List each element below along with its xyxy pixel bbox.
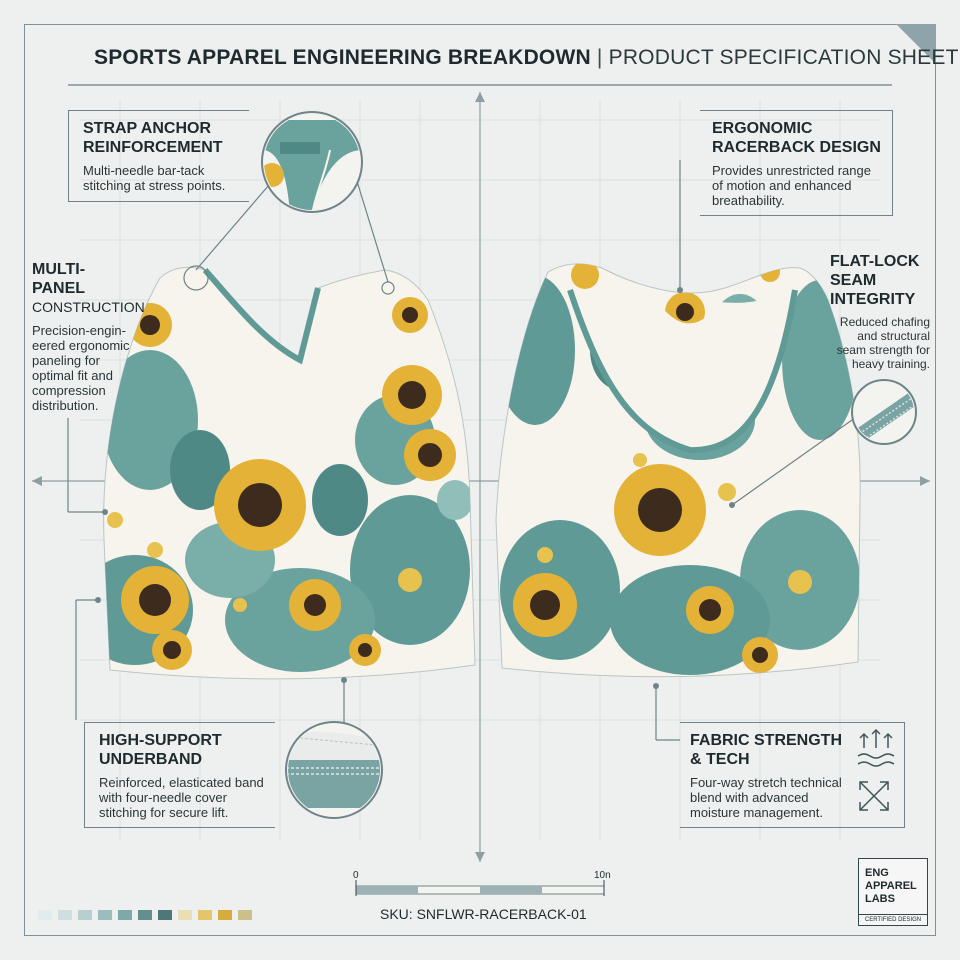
underband-body-2: with four-needle cover [99,790,227,805]
panel-body-3: paneling for [32,353,100,368]
seam-detail-magnifier [851,379,917,445]
underband-body-3: stitching for secure lift. [99,805,229,820]
corner-fold [896,24,936,64]
callout-underband: HIGH-SUPPORT UNDERBAND Reinforced, elast… [84,722,275,828]
underband-detail-magnifier [285,721,383,819]
palette-swatch [198,910,212,920]
palette-swatch [58,910,72,920]
racerback-body-3: breathability. [712,193,785,208]
underband-heading-2: UNDERBAND [99,751,203,768]
logo-line-2: APPAREL [865,880,917,892]
palette-swatch [238,910,252,920]
strap-detail-magnifier [261,111,363,213]
seam-heading-1: FLAT-LOCK [830,253,920,270]
fabric-body-1: Four-way stretch technical [690,775,842,790]
panel-heading-2: PANEL [32,280,86,297]
racerback-body-1: Provides unrestricted range [712,163,871,178]
strap-heading-2: REINFORCEMENT [83,139,223,156]
underband-heading-1: HIGH-SUPPORT [99,732,222,749]
seam-heading-3: INTEGRITY [830,291,916,308]
panel-heading-3: CONSTRUCTION [32,299,145,315]
sku-label: SKU: SNFLWR-RACERBACK-01 [380,906,587,922]
palette-swatch [158,910,172,920]
seam-body-4: heavy training. [851,357,930,371]
racerback-heading-1: ERGONOMIC [712,120,813,137]
callout-flat-lock-seam: FLAT-LOCK SEAM INTEGRITY Reduced chafing… [822,252,930,371]
title-subtitle: PRODUCT SPECIFICATION SHEET [608,46,959,69]
racerback-body-2: of motion and enhanced [712,178,852,193]
panel-body-1: Precision-engin- [32,323,126,338]
title-separator: | [596,46,603,69]
page-title: SPORTS APPAREL ENGINEERING BREAKDOWN | P… [94,46,959,70]
callout-strap-anchor: STRAP ANCHOR REINFORCEMENT Multi-needle … [68,110,249,202]
underband-body-1: Reinforced, elasticated band [99,775,264,790]
back-view [495,263,861,678]
seam-heading-2: SEAM [830,272,877,289]
callout-racerback: ERGONOMIC RACERBACK DESIGN Provides unre… [700,110,893,216]
scale-end-label: 10n [594,870,611,881]
palette-swatch [38,910,52,920]
seam-body-1: Reduced chafing [839,315,930,329]
seam-body-3: seam strength for [836,343,930,357]
fabric-heading-1: FABRIC STRENGTH [690,732,842,749]
title-main: SPORTS APPAREL ENGINEERING BREAKDOWN [94,46,591,69]
strap-heading-1: STRAP ANCHOR [83,120,212,137]
strap-body-1: Multi-needle bar-tack [83,163,205,178]
palette-swatch [98,910,112,920]
fabric-body-3: moisture management. [690,805,823,820]
strap-body-2: stitching at stress points. [83,178,226,193]
palette-swatch [78,910,92,920]
palette-swatch [178,910,192,920]
palette-swatch [138,910,152,920]
palette-swatch [218,910,232,920]
scale-bar [355,880,605,896]
brand-logo: ENG APPAREL LABS CERTIFIED DESIGN [858,858,928,926]
seam-body-2: and structural [857,329,930,343]
logo-line-3: LABS [865,893,895,905]
fabric-heading-2: & TECH [690,751,750,768]
logo-line-1: ENG [865,867,889,879]
callout-fabric-strength: FABRIC STRENGTH & TECH Four-way stretch … [680,722,905,828]
racerback-heading-2: RACERBACK DESIGN [712,139,881,156]
scale-start-label: 0 [353,870,359,881]
panel-body-2: eered ergonomic [32,338,130,353]
sheet-border [24,24,936,936]
four-way-stretch-icon [859,781,889,811]
fabric-body-2: blend with advanced [690,790,809,805]
panel-heading-1: MULTI- [32,261,86,278]
callout-multi-panel: MULTI- PANEL CONSTRUCTION Precision-engi… [32,260,152,413]
panel-body-6: distribution. [32,398,99,413]
panel-body-5: compression [32,383,106,398]
front-view [103,266,476,680]
header-rule [68,84,892,86]
palette-swatch [118,910,132,920]
logo-caption: CERTIFIED DESIGN [859,914,927,925]
moisture-wicking-icon [857,728,895,767]
panel-body-4: optimal fit and [32,368,113,383]
